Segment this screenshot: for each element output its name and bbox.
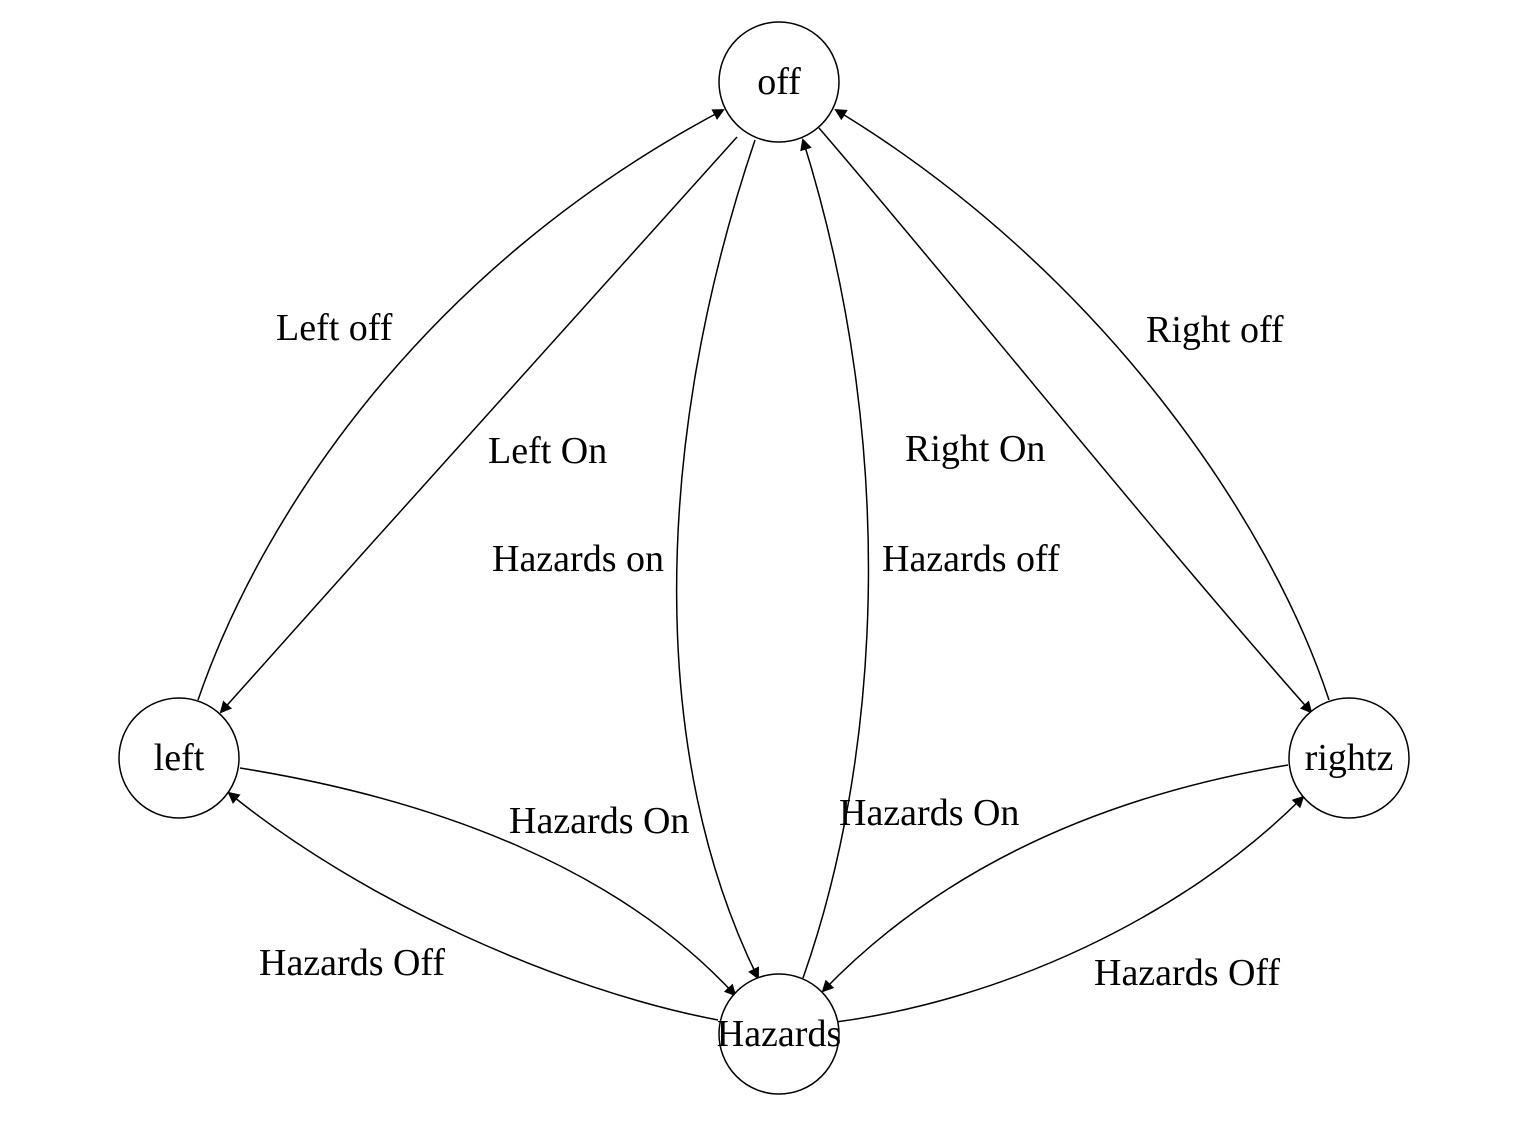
node-left-label: left: [154, 737, 205, 779]
node-left-circle: [118, 697, 240, 819]
edge-hazards-off-to-left[interactable]: [227, 791, 719, 1021]
edge-left-on[interactable]: [219, 136, 738, 714]
edge-label-hazards-off-to-left: Hazards Off: [259, 942, 445, 984]
edge-hazards-on-from-off[interactable]: [675, 139, 759, 980]
node-rightz[interactable]: rightz: [1288, 697, 1410, 819]
edge-hazards-off-to-rightz[interactable]: [835, 795, 1305, 1023]
edge-right-off[interactable]: [834, 108, 1330, 701]
node-hazards-label: Hazards: [717, 1013, 841, 1055]
node-off-circle: [718, 21, 840, 143]
edge-hazards-off-to-off[interactable]: [800, 138, 870, 979]
edge-label-left-off: Left off: [276, 307, 393, 349]
edge-hazards-on-from-left[interactable]: [239, 767, 737, 997]
edges: [197, 108, 1330, 1023]
edge-hazards-on-from-rightz[interactable]: [821, 764, 1289, 993]
edge-label-left-on: Left On: [488, 430, 607, 472]
node-rightz-label: rightz: [1305, 737, 1394, 779]
edge-label-hazards-off-to-off: Hazards off: [882, 538, 1060, 580]
edge-label-hazards-on-from-rightz: Hazards On: [839, 792, 1019, 834]
edge-right-on[interactable]: [818, 127, 1313, 714]
edge-labels: Left off Left On Hazards on Hazards off …: [259, 307, 1284, 994]
nodes: off left rightz Hazards: [118, 21, 1410, 1095]
edge-left-off[interactable]: [197, 109, 725, 701]
edge-label-right-on: Right On: [905, 428, 1045, 470]
node-hazards-circle: [718, 973, 840, 1095]
node-rightz-circle: [1288, 697, 1410, 819]
node-off-label: off: [757, 61, 801, 103]
edge-label-hazards-on-from-off: Hazards on: [492, 538, 664, 580]
node-hazards[interactable]: Hazards: [717, 973, 841, 1095]
edge-label-right-off: Right off: [1146, 309, 1284, 351]
node-off[interactable]: off: [718, 21, 840, 143]
edge-label-hazards-on-from-left: Hazards On: [509, 800, 689, 842]
edge-label-hazards-off-to-rightz: Hazards Off: [1094, 952, 1280, 994]
node-left[interactable]: left: [118, 697, 240, 819]
